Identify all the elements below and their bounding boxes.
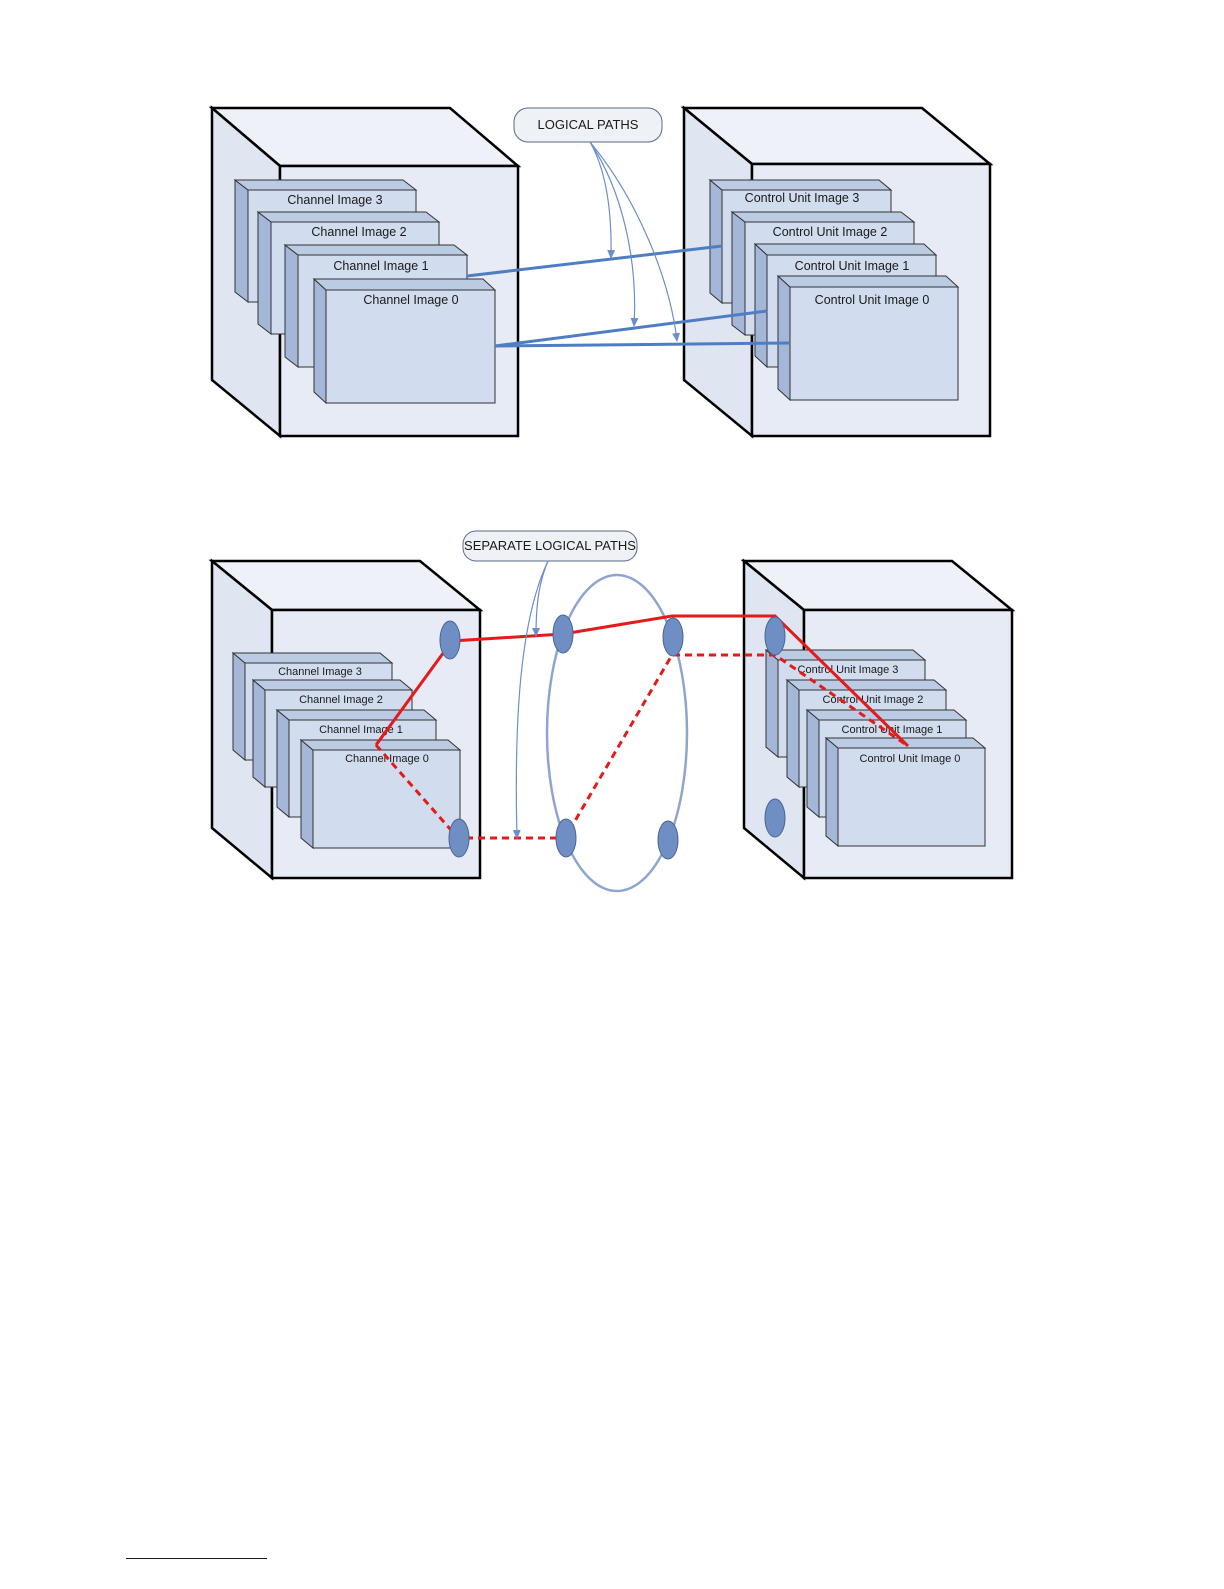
control-unit-image-label: Control Unit Image 2 xyxy=(773,225,888,239)
channel-image-label: Channel Image 0 xyxy=(363,293,458,307)
port-node xyxy=(439,620,461,660)
switch-ring xyxy=(545,573,689,893)
solid-logical-path xyxy=(374,614,910,748)
channel-image-label: Channel Image 1 xyxy=(333,259,428,273)
control-unit-image-label: Control Unit Image 3 xyxy=(798,664,899,676)
separate-logical-paths-callout: SEPARATE LOGICAL PATHS xyxy=(462,530,638,562)
port-node xyxy=(448,818,470,858)
arrow-connector xyxy=(589,141,639,327)
channel-image-card: Channel Image 0 xyxy=(312,277,497,405)
logical-path-line xyxy=(494,309,768,348)
control-unit-image-label: Control Unit Image 1 xyxy=(795,259,910,273)
control-unit-image-label: Control Unit Image 0 xyxy=(860,753,961,765)
arrow-connector xyxy=(589,141,616,259)
figure-1: Channel Image 3 Channel Image 2 Channel … xyxy=(208,105,994,439)
dashed-logical-path xyxy=(374,653,909,840)
control-unit-image-stack: Control Unit Image 3 Control Unit Image … xyxy=(708,178,960,402)
control-unit-image-card: Control Unit Image 0 xyxy=(776,274,960,402)
logical-path-line xyxy=(494,341,791,348)
port-node xyxy=(764,616,786,656)
channel-image-label: Channel Image 2 xyxy=(311,225,406,239)
channel-image-label: Channel Image 2 xyxy=(299,694,383,706)
channel-image-card: Channel Image 0 xyxy=(299,738,462,850)
control-unit-image-label: Control Unit Image 3 xyxy=(745,191,860,205)
channel-image-stack: Channel Image 3 Channel Image 2 Channel … xyxy=(233,178,497,405)
channel-image-label: Channel Image 3 xyxy=(287,193,382,207)
port-node xyxy=(555,818,577,858)
logical-path-lines xyxy=(466,244,791,348)
footnote-rule xyxy=(126,1558,267,1559)
port-node xyxy=(657,820,679,860)
logical-paths-callout: LOGICAL PATHS xyxy=(513,107,663,143)
channel-image-label: Channel Image 1 xyxy=(319,724,403,736)
arrow-connector xyxy=(589,141,681,342)
figure-2: Channel Image 3 Channel Image 2 Channel … xyxy=(208,530,1016,893)
callout-arrows xyxy=(589,141,681,342)
port-node xyxy=(662,617,684,657)
arrow-connector xyxy=(532,560,549,637)
port-node xyxy=(764,798,786,838)
separate-logical-paths xyxy=(374,614,910,840)
control-unit-image-label: Control Unit Image 0 xyxy=(815,293,930,307)
callout-arrows xyxy=(512,560,549,839)
callout-label: SEPARATE LOGICAL PATHS xyxy=(464,538,636,553)
port-node xyxy=(552,614,574,654)
control-unit-image-label: Control Unit Image 2 xyxy=(823,694,924,706)
callout-label: LOGICAL PATHS xyxy=(538,117,639,132)
channel-image-label: Channel Image 3 xyxy=(278,666,362,678)
channel-image-stack: Channel Image 3 Channel Image 2 Channel … xyxy=(231,651,462,850)
ports xyxy=(439,614,786,860)
arrow-connector xyxy=(512,560,549,839)
control-unit-image-card: Control Unit Image 0 xyxy=(824,736,987,848)
logical-path-line xyxy=(466,244,723,278)
